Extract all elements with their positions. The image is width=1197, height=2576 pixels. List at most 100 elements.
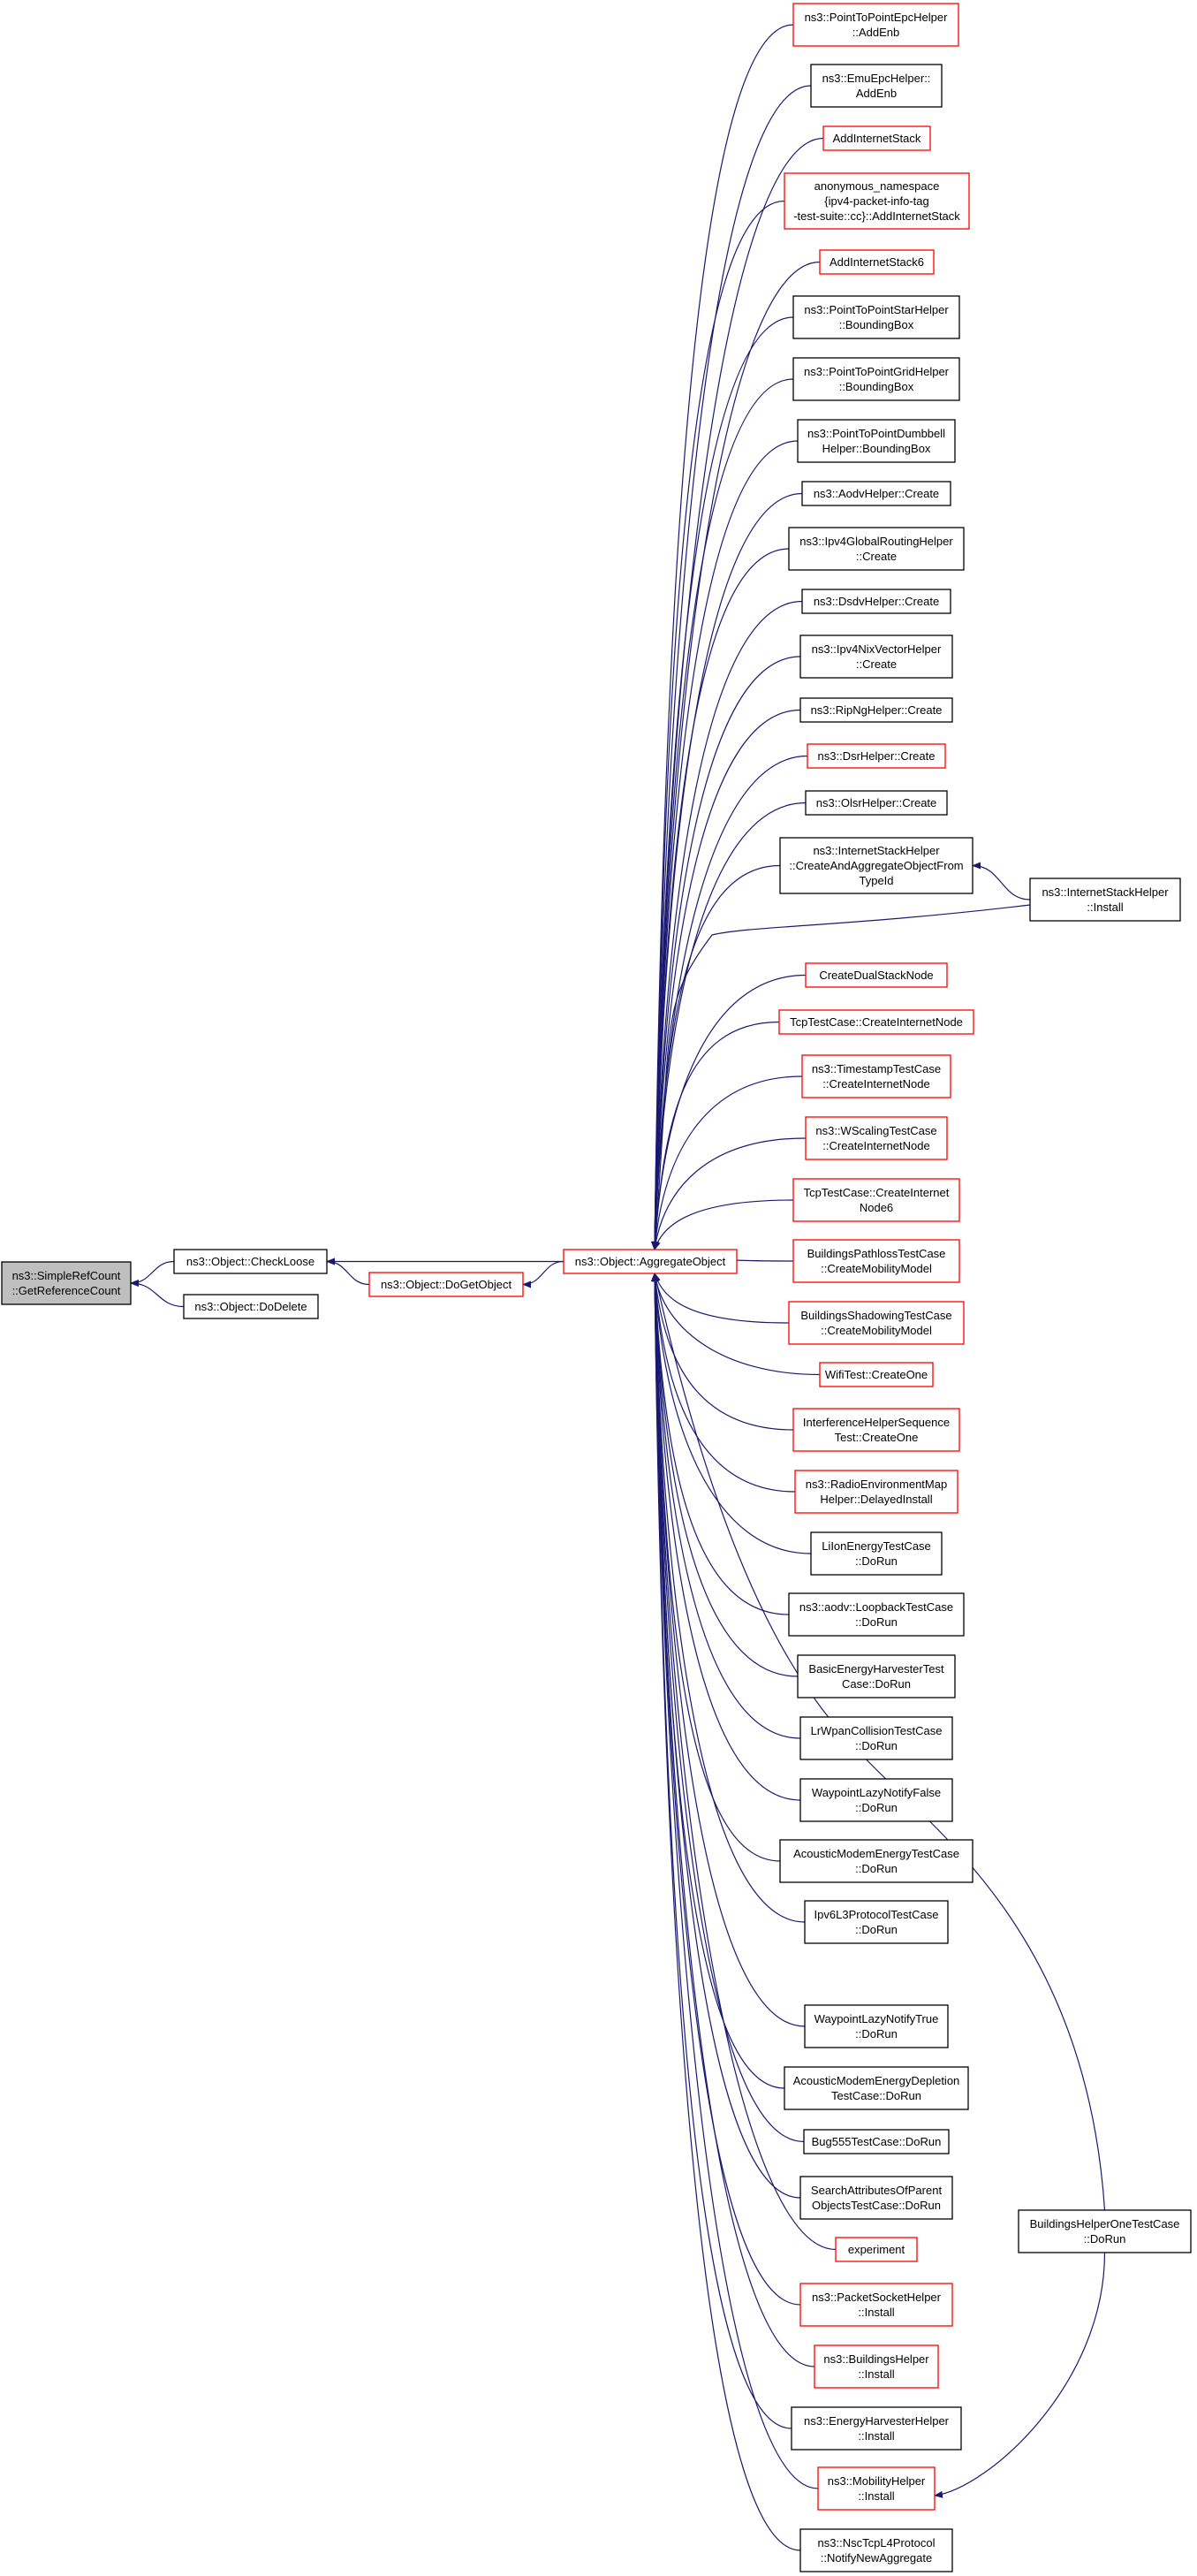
node-c4[interactable]: AddInternetStack6 [819,249,935,275]
node-box-c14 [805,790,948,816]
node-label-line: Test::CreateOne [835,1431,919,1444]
node-label-line: SearchAttributesOfParent [811,2184,943,2197]
edge-bhonedorun-to-aggregate [653,1273,1106,2211]
node-label-line: ns3::PointToPointGridHelper [804,365,950,378]
node-label-line: ::BoundingBox [839,380,914,393]
node-c6[interactable]: ns3::PointToPointGridHelper::BoundingBox [792,357,960,401]
node-label-line: Helper::DelayedInstall [820,1493,932,1506]
node-box-c41 [817,2466,936,2511]
node-dogetobject[interactable]: ns3::Object::DoGetObject [368,1272,524,1297]
edge-c26-to-aggregate [651,1273,812,1554]
node-c34[interactable]: AcousticModemEnergyDepletionTestCase::Do… [784,2066,969,2110]
node-c32[interactable]: Ipv6L3ProtocolTestCase::DoRun [804,1900,949,1944]
node-c18[interactable]: ns3::TimestampTestCase::CreateInternetNo… [801,1054,951,1098]
node-label-line: ns3::BuildingsHelper [823,2352,929,2366]
node-c5[interactable]: ns3::PointToPointStarHelper::BoundingBox [792,295,960,339]
node-c3[interactable]: anonymous_namespace{ipv4-packet-info-tag… [784,172,970,230]
edge-c15-to-aggregate [651,864,781,1250]
edge-c10-to-aggregate [651,600,803,1250]
node-box-c42 [799,2528,953,2572]
node-ishinstall[interactable]: ns3::InternetStackHelper::Install [1029,878,1181,922]
node-label-line: BuildingsHelperOneTestCase [1030,2217,1180,2230]
node-c9[interactable]: ns3::Ipv4GlobalRoutingHelper::Create [788,527,965,571]
node-c14[interactable]: ns3::OlsrHelper::Create [805,790,948,816]
edge-c20-to-aggregate [653,1199,794,1250]
node-box-c19 [805,1116,948,1160]
node-box-c40 [791,2406,962,2451]
edge-c36-to-aggregate [651,1273,801,2199]
node-label-line: ns3::SimpleRefCount [12,1269,121,1282]
node-box-c1 [810,64,943,108]
node-label-line: ::CreateInternetNode [822,1077,929,1090]
node-box-c22 [788,1301,965,1345]
node-c40[interactable]: ns3::EnergyHarvesterHelper::Install [791,2406,962,2451]
node-c1[interactable]: ns3::EmuEpcHelper::AddEnb [810,64,943,108]
node-c17[interactable]: TcpTestCase::CreateInternetNode [778,1009,974,1035]
node-c25[interactable]: ns3::RadioEnvironmentMapHelper::DelayedI… [794,1470,958,1514]
node-label-line: ::DoRun [855,1801,898,1814]
node-c22[interactable]: BuildingsShadowingTestCase::CreateMobili… [788,1301,965,1345]
edge-c19-to-aggregate [652,1137,807,1250]
node-c33[interactable]: WaypointLazyNotifyTrue::DoRun [804,2004,949,2048]
node-c41[interactable]: ns3::MobilityHelper::Install [817,2466,936,2511]
node-box-c29 [799,1716,953,1760]
node-box-c23 [819,1362,934,1387]
node-label-line: TcpTestCase::CreateInternet [804,1186,950,1199]
node-c26[interactable]: LiIonEnergyTestCase::DoRun [810,1531,943,1576]
node-bhonedorun[interactable]: BuildingsHelperOneTestCase::DoRun [1018,2209,1192,2253]
node-c39[interactable]: ns3::BuildingsHelper::Install [814,2344,939,2389]
node-c24[interactable]: InterferenceHelperSequenceTest::CreateOn… [792,1408,960,1452]
node-dodelete[interactable]: ns3::Object::DoDelete [183,1294,319,1319]
node-box-ishinstall [1029,878,1181,922]
node-c0[interactable]: ns3::PointToPointEpcHelper::AddEnb [792,3,959,47]
node-c30[interactable]: WaypointLazyNotifyFalse::DoRun [799,1778,953,1822]
node-label-line: ns3::PointToPointEpcHelper [805,11,949,24]
node-label-line: {ipv4-packet-info-tag [824,194,929,208]
node-c19[interactable]: ns3::WScalingTestCase::CreateInternetNod… [805,1116,948,1160]
node-label-line: AddEnb [856,87,897,100]
node-checkloose[interactable]: ns3::Object::CheckLoose [173,1249,328,1274]
edge-dodelete-to-getref [130,1280,185,1308]
node-box-c25 [794,1470,958,1514]
node-box-c0 [792,3,959,47]
node-label-line: ns3::DsdvHelper::Create [814,595,939,608]
node-c35[interactable]: Bug555TestCase::DoRun [803,2129,950,2154]
node-label-line: TcpTestCase::CreateInternetNode [790,1015,963,1029]
node-c27[interactable]: ns3::aodv::LoopbackTestCase::DoRun [788,1592,965,1637]
node-c13[interactable]: ns3::DsrHelper::Create [807,743,946,769]
node-label-line: ::Install [858,2489,894,2503]
edge-c6-to-aggregate [651,378,794,1250]
node-c21[interactable]: BuildingsPathlossTestCase::CreateMobilit… [792,1239,960,1283]
node-label-line: BuildingsShadowingTestCase [800,1309,951,1322]
node-c23[interactable]: WifiTest::CreateOne [819,1362,934,1387]
node-c38[interactable]: ns3::PacketSocketHelper::Install [799,2283,953,2327]
node-label-line: ns3::RipNgHelper::Create [811,703,943,717]
node-c12[interactable]: ns3::RipNgHelper::Create [799,697,953,723]
node-label-line: ObjectsTestCase::DoRun [812,2199,941,2212]
node-c31[interactable]: AcousticModemEnergyTestCase::DoRun [779,1839,974,1883]
node-label-line: ns3::Object::AggregateObject [575,1255,726,1268]
node-box-c32 [804,1900,949,1944]
node-label-line: ::BoundingBox [839,318,914,331]
node-c29[interactable]: LrWpanCollisionTestCase::DoRun [799,1716,953,1760]
node-c8[interactable]: ns3::AodvHelper::Create [801,481,951,506]
node-label-line: anonymous_namespace [814,179,940,193]
node-c42[interactable]: ns3::NscTcpL4Protocol::NotifyNewAggregat… [799,2528,953,2572]
edge-c29-to-aggregate [651,1273,801,1739]
node-c10[interactable]: ns3::DsdvHelper::Create [801,589,951,614]
node-c15[interactable]: ns3::InternetStackHelper::CreateAndAggre… [779,837,974,894]
node-c36[interactable]: SearchAttributesOfParentObjectsTestCase:… [799,2176,953,2220]
node-box-c31 [779,1839,974,1883]
node-c7[interactable]: ns3::PointToPointDumbbellHelper::Boundin… [797,419,956,463]
edge-c40-to-aggregate [651,1273,792,2429]
node-c16[interactable]: CreateDualStackNode [805,962,948,988]
node-box-c2 [822,125,931,151]
node-c2[interactable]: AddInternetStack [822,125,931,151]
node-c37[interactable]: experiment [835,2237,918,2262]
node-aggregate[interactable]: ns3::Object::AggregateObject [563,1249,738,1274]
node-c11[interactable]: ns3::Ipv4NixVectorHelper::Create [799,635,953,679]
node-label-line: WaypointLazyNotifyFalse [812,1786,941,1799]
node-label-line: ns3::PacketSocketHelper [812,2291,942,2304]
